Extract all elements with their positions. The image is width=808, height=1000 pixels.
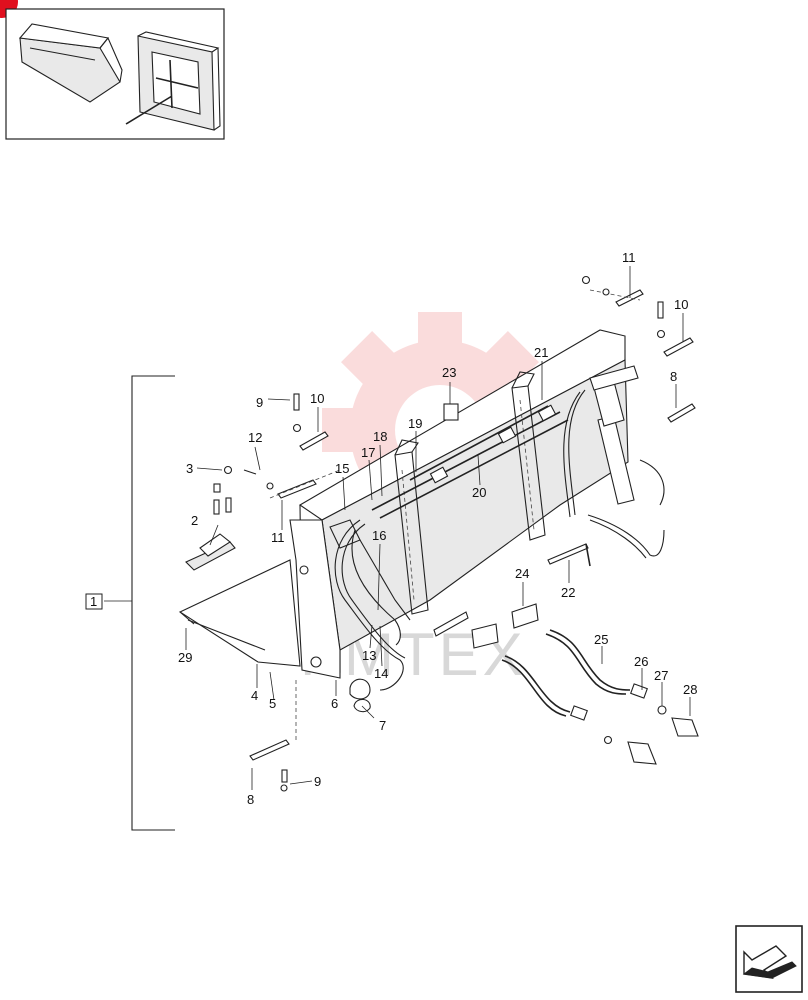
hose-lines [334,519,406,691]
callout-18: 18 [373,429,387,444]
callout-4: 4 [251,688,258,703]
callout-3: 3 [186,461,193,476]
callout-20: 20 [472,485,486,500]
next-page-arrow-button[interactable] [735,925,803,993]
callout-2: 2 [191,513,198,528]
arrow-shadow-icon [742,961,797,979]
frame-thumbnail-icon [125,31,221,131]
pin-lower-left [249,680,297,792]
fasteners-left [213,393,302,515]
callout-17: 17 [361,445,375,460]
bucket-thumbnail-icon [18,23,123,103]
hydraulic-cylinder [563,365,665,559]
callout-8-top: 8 [670,369,677,384]
inset-thumbnail [5,8,225,140]
assembly-bracket [85,375,175,831]
callout-7: 7 [379,718,386,733]
pins-left [269,431,341,499]
callout-1: 1 [90,594,97,609]
callout-8-bottom: 8 [247,792,254,807]
callout-29: 29 [178,650,192,665]
rod-assembly [371,404,569,519]
callout-13: 13 [362,648,376,663]
callout-9-top: 9 [256,395,263,410]
callout-11-left: 11 [271,530,285,545]
callout-12: 12 [248,430,262,445]
callout-10-left: 10 [310,391,324,406]
callout-14: 14 [374,666,388,681]
callout-9-bottom: 9 [314,774,321,789]
callout-21: 21 [534,345,548,360]
callout-23: 23 [442,365,456,380]
callout-28: 28 [683,682,697,697]
callout-15: 15 [335,461,349,476]
callout-24: 24 [515,566,529,581]
callout-27: 27 [654,668,668,683]
callout-labels: 1 2 3 4 5 6 7 8 8 9 9 10 10 11 11 12 13 … [90,250,697,807]
callout-25: 25 [594,632,608,647]
callout-6: 6 [331,696,338,711]
pins-right [581,275,696,423]
leader-lines [185,266,691,790]
callout-16: 16 [372,528,386,543]
clamp-part [349,678,371,713]
callout-26: 26 [634,654,648,669]
callout-19: 19 [408,416,422,431]
callout-22: 22 [561,585,575,600]
plate-part-23 [443,403,459,421]
bucket-tooth-part [185,533,236,571]
callout-5: 5 [269,696,276,711]
callout-10-right: 10 [674,297,688,312]
callout-11-top: 11 [622,250,636,265]
fittings-right [433,543,699,765]
